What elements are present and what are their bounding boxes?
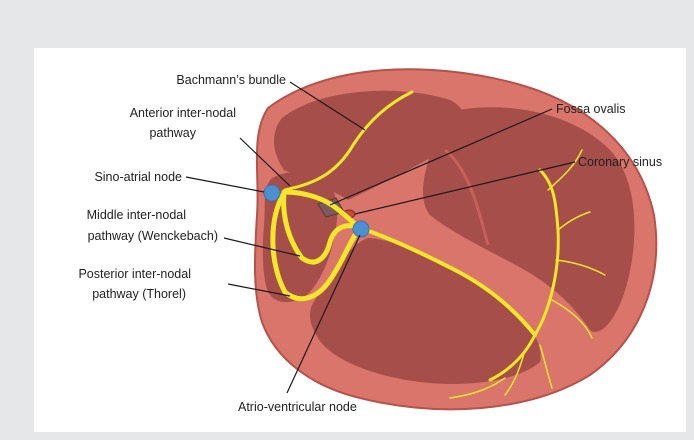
label-posterior-line1: Posterior inter-nodal (78, 267, 191, 281)
label-middle-line1: Middle inter-nodal (87, 208, 186, 222)
label-posterior-line2: pathway (Thorel) (92, 287, 186, 301)
sino-atrial-node (264, 185, 280, 201)
figure-canvas: Bachmann’s bundle Anterior inter-nodal p… (34, 48, 686, 432)
leader-sino-atrial (186, 177, 264, 192)
label-anterior-line1: Anterior inter-nodal (130, 106, 236, 120)
heart-conduction-diagram: Bachmann’s bundle Anterior inter-nodal p… (34, 48, 686, 432)
figure-panel: Bachmann’s bundle Anterior inter-nodal p… (12, 14, 694, 440)
atrio-ventricular-node (353, 221, 369, 237)
label-coronary-sinus: Coronary sinus (578, 155, 662, 169)
label-anterior-line2: pathway (149, 126, 196, 140)
label-middle-line2: pathway (Wenckebach) (88, 229, 218, 243)
label-sino-atrial-node: Sino-atrial node (94, 170, 182, 184)
label-bachmanns-bundle: Bachmann’s bundle (176, 73, 286, 87)
label-av-node: Atrio-ventricular node (238, 400, 357, 414)
label-fossa-ovalis: Fossa ovalis (556, 102, 625, 116)
